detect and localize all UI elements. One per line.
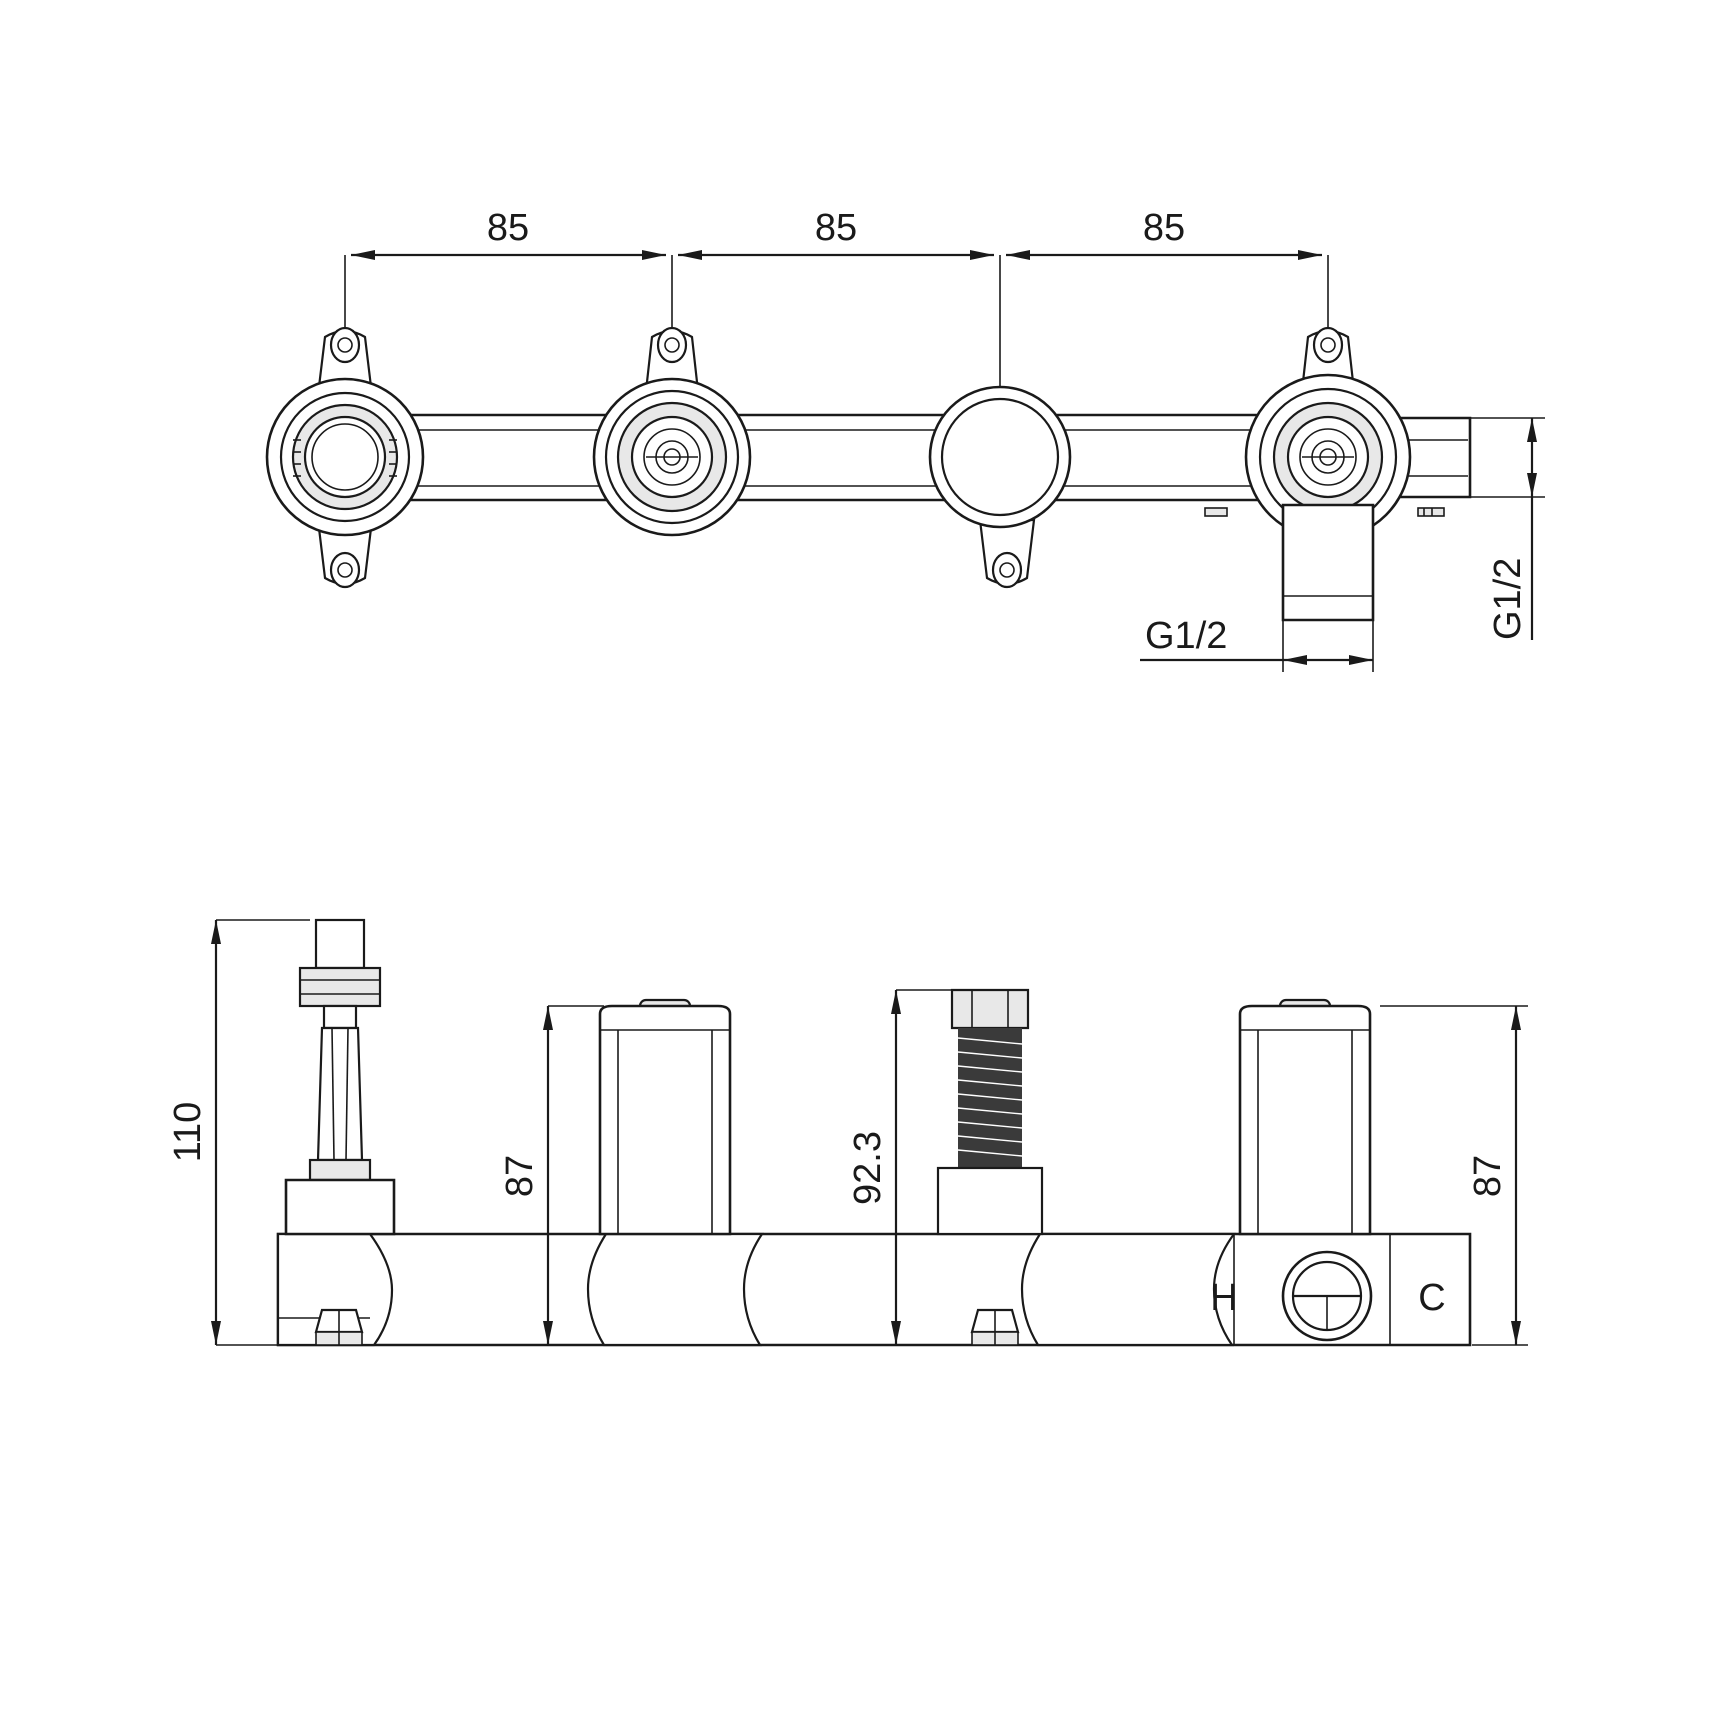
port-circle-group: H C bbox=[1210, 1250, 1446, 1342]
valve-body-bar bbox=[343, 413, 1397, 502]
body-detail-marks bbox=[1204, 507, 1445, 517]
valve-assembly-1 bbox=[265, 326, 425, 589]
valve-assembly-4 bbox=[1244, 326, 1412, 622]
dim-110-group: 110 bbox=[167, 919, 310, 1346]
side-cartridge-4 bbox=[1238, 998, 1372, 1236]
dim-87-right: 87 bbox=[1467, 1155, 1509, 1197]
port-marker-hot: H bbox=[1210, 1277, 1237, 1319]
dim-92-3-group: 92.3 bbox=[847, 989, 972, 1346]
dim-85-middle: 85 bbox=[815, 207, 857, 249]
dim-g12-right: G1/2 bbox=[1487, 558, 1529, 640]
dim-g12-right-group: G1/2 bbox=[1470, 417, 1545, 640]
dim-87-left-group: 87 bbox=[499, 1005, 604, 1346]
dim-g12-bottom: G1/2 bbox=[1145, 615, 1227, 657]
dim-92-3: 92.3 bbox=[847, 1131, 889, 1205]
port-marker-cold: C bbox=[1418, 1277, 1445, 1319]
front-view-group: 85 85 85 bbox=[265, 207, 1545, 672]
dimension-arrows-top bbox=[351, 250, 1322, 260]
side-view-group: H C 110 87 92.3 bbox=[167, 918, 1528, 1347]
dim-85-right: 85 bbox=[1143, 207, 1185, 249]
valve-assembly-2 bbox=[592, 326, 752, 537]
side-cartridge-2 bbox=[598, 998, 732, 1236]
side-cartridge-1 bbox=[284, 918, 396, 1346]
dim-g12-bottom-group: G1/2 bbox=[1140, 615, 1374, 672]
side-body-bar bbox=[276, 1232, 1472, 1347]
side-cartridge-3 bbox=[936, 988, 1044, 1346]
dim-87-left: 87 bbox=[499, 1155, 541, 1197]
dim-87-right-group: 87 bbox=[1380, 1005, 1528, 1346]
spline-teeth bbox=[293, 439, 397, 477]
dim-85-left: 85 bbox=[487, 207, 529, 249]
dim-110: 110 bbox=[167, 1102, 209, 1163]
valve-assembly-3 bbox=[928, 385, 1072, 589]
